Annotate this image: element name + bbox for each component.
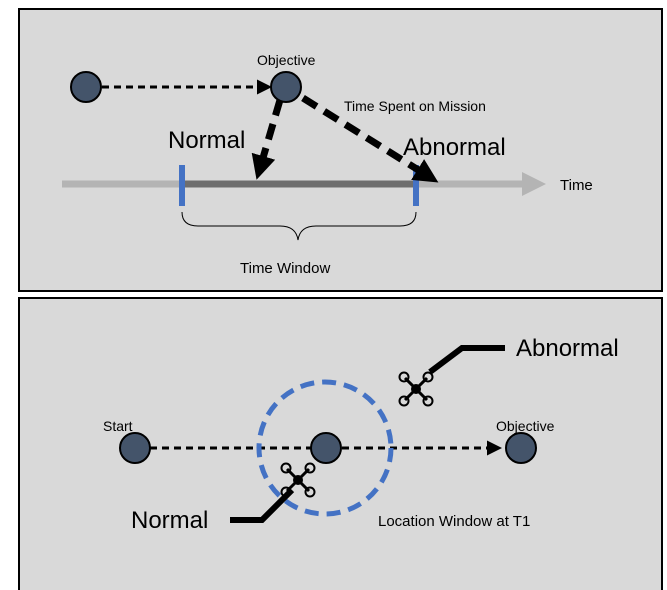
normal-callout — [230, 487, 295, 523]
normal-label: Normal — [168, 127, 245, 154]
drone-abnormal-icon — [398, 371, 434, 407]
objective-node — [270, 71, 302, 103]
normal-arrow — [251, 99, 284, 180]
time-window-label: Time Window — [240, 260, 330, 277]
abnormal-callout — [428, 345, 505, 375]
time-window-brace — [181, 211, 417, 241]
drone-normal-icon — [280, 462, 316, 498]
objective-label-bottom: Objective — [496, 418, 555, 434]
start-node — [70, 71, 102, 103]
t1-position-node — [310, 432, 342, 464]
location-window-label: Location Window at T1 — [378, 513, 530, 530]
objective-label: Objective — [257, 52, 316, 68]
objective-node-bottom — [505, 432, 537, 464]
time-spent-label: Time Spent on Mission — [344, 98, 486, 114]
abnormal-label: Abnormal — [403, 134, 506, 161]
time-axis-label: Time — [560, 177, 593, 194]
start-label: Start — [103, 418, 133, 434]
start-node-bottom — [119, 432, 151, 464]
abnormal-label-bottom: Abnormal — [516, 335, 619, 362]
normal-label-bottom: Normal — [131, 507, 208, 534]
time-window-panel — [18, 8, 663, 292]
location-window-circle — [256, 379, 394, 517]
timeline-arrowhead — [522, 172, 546, 196]
